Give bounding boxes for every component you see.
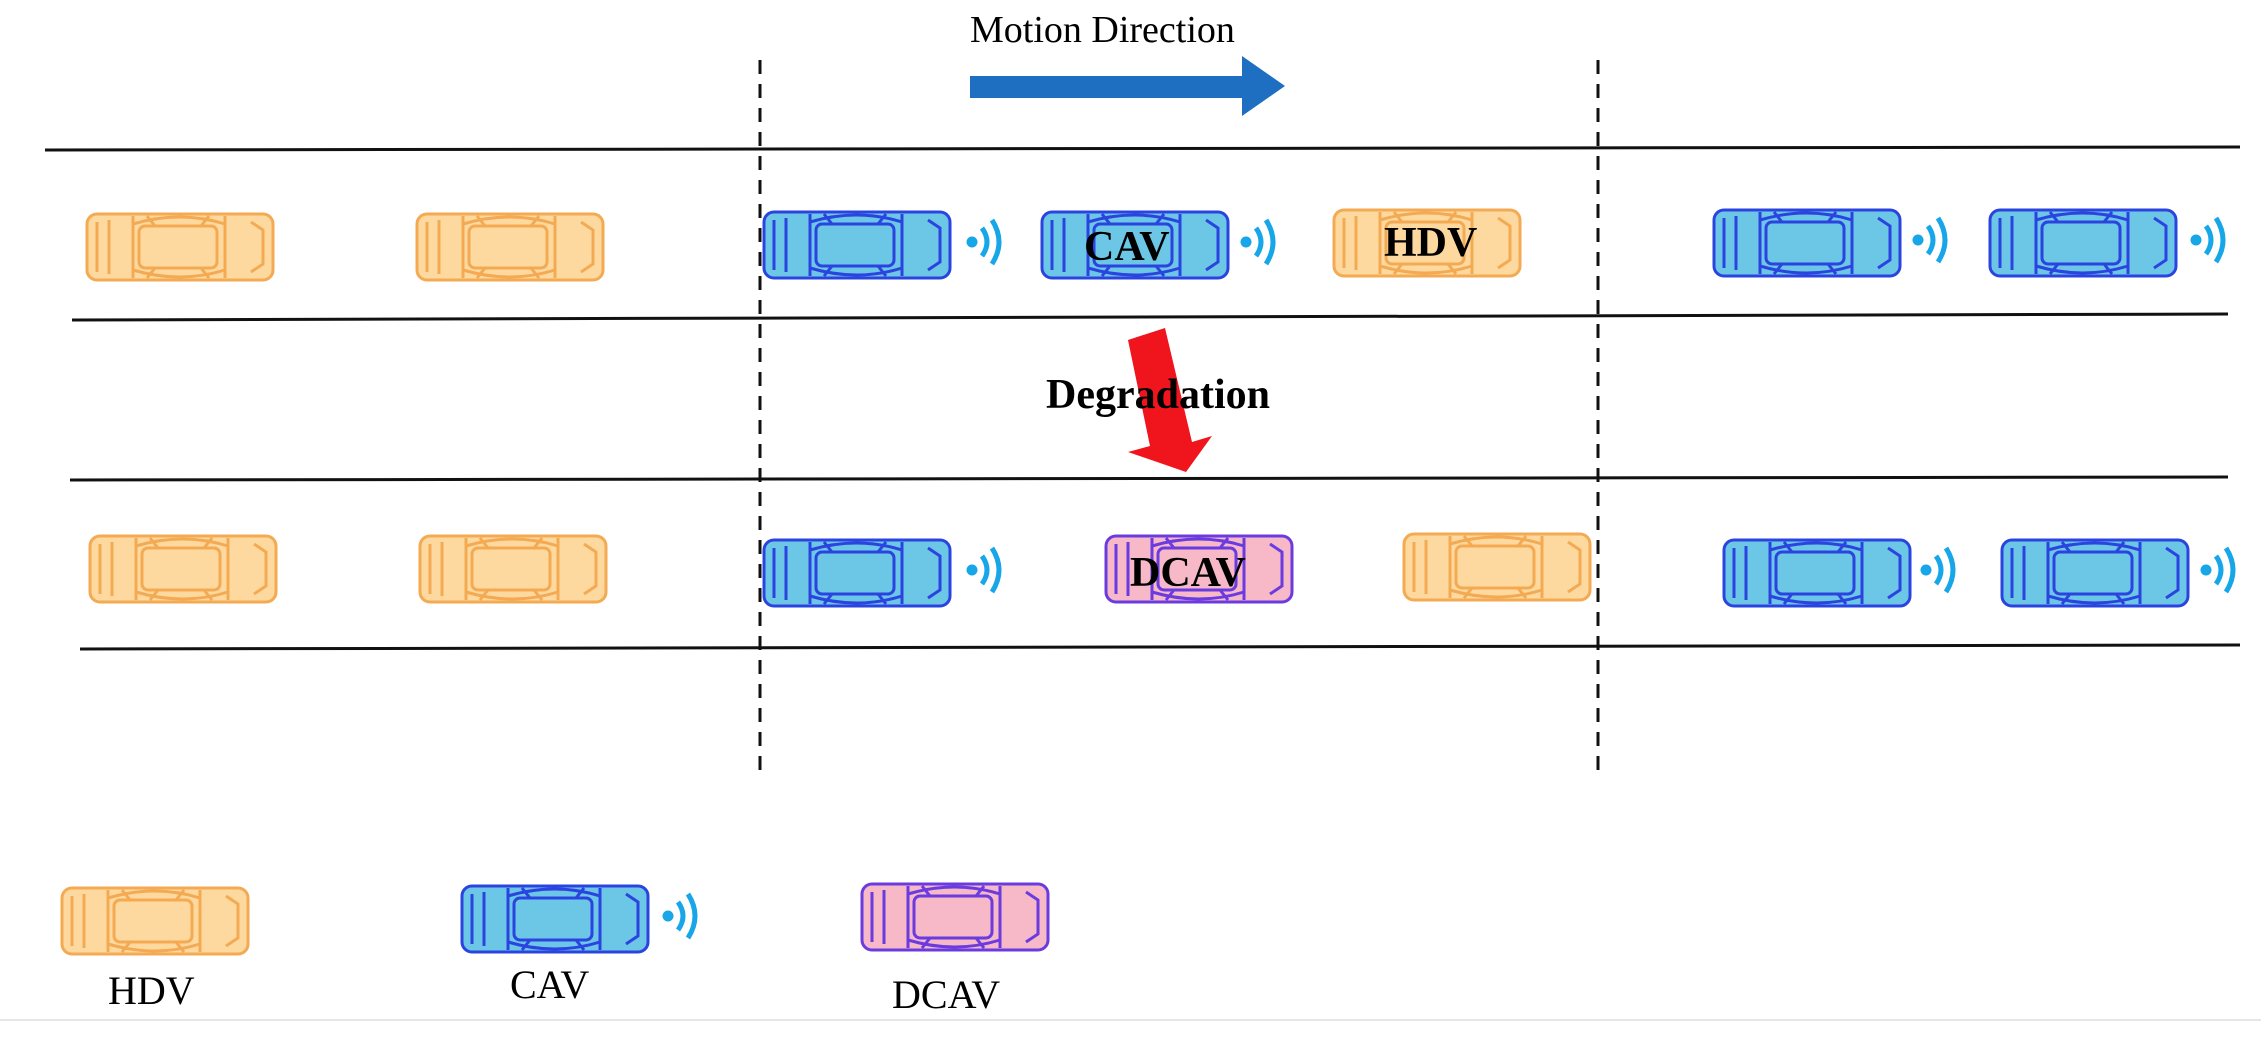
- motion-direction-label: Motion Direction: [970, 9, 1235, 51]
- bottom-cav-3: [2000, 538, 2190, 608]
- lane-line-bottom-lower: [79, 643, 2241, 651]
- wireless-signal-icon: [967, 220, 999, 264]
- lane-line-bottom-upper: [69, 475, 2229, 482]
- wireless-signal-icon: [1913, 218, 1945, 262]
- top-cav-label: CAV: [1084, 224, 1170, 270]
- lane-line-top-upper: [44, 145, 2241, 152]
- bottom-hdv-3: [1402, 532, 1592, 602]
- bottom-hdv-1: [88, 534, 278, 604]
- legend-cav-label: CAV: [510, 962, 589, 1007]
- legend-hdv-label: HDV: [108, 968, 195, 1013]
- legend: HDV CAV DCAV: [60, 882, 1050, 1017]
- top-cav-1: [762, 210, 952, 280]
- top-cav-3: [1712, 208, 1902, 278]
- top-hdv-label: HDV: [1384, 220, 1477, 266]
- legend-dcav-label: DCAV: [892, 972, 1000, 1017]
- wireless-signal-icon: [1921, 548, 1953, 592]
- wireless-signal-icon: [2201, 548, 2233, 592]
- wireless-signal-icon: [967, 548, 999, 592]
- degradation-label: Degradation: [1046, 372, 1270, 418]
- bottom-cav-2: [1722, 538, 1912, 608]
- legend-dcav-icon: [860, 882, 1050, 952]
- lane-line-top-lower: [71, 312, 2229, 322]
- top-hdv-2: [415, 212, 605, 282]
- top-cav-4: [1988, 208, 2178, 278]
- bottom-dcav-label: DCAV: [1130, 550, 1246, 596]
- degradation-arrow: [1128, 328, 1212, 472]
- bottom-cav-1: [762, 538, 952, 608]
- wireless-signal-icon: [1241, 220, 1273, 264]
- wireless-signal-icon: [2191, 218, 2223, 262]
- legend-hdv-icon: [60, 886, 250, 956]
- wireless-signal-icon: [663, 894, 695, 938]
- motion-direction-arrow: [970, 56, 1285, 116]
- bottom-hdv-2: [418, 534, 608, 604]
- top-hdv-1: [85, 212, 275, 282]
- legend-cav-icon: [460, 884, 650, 954]
